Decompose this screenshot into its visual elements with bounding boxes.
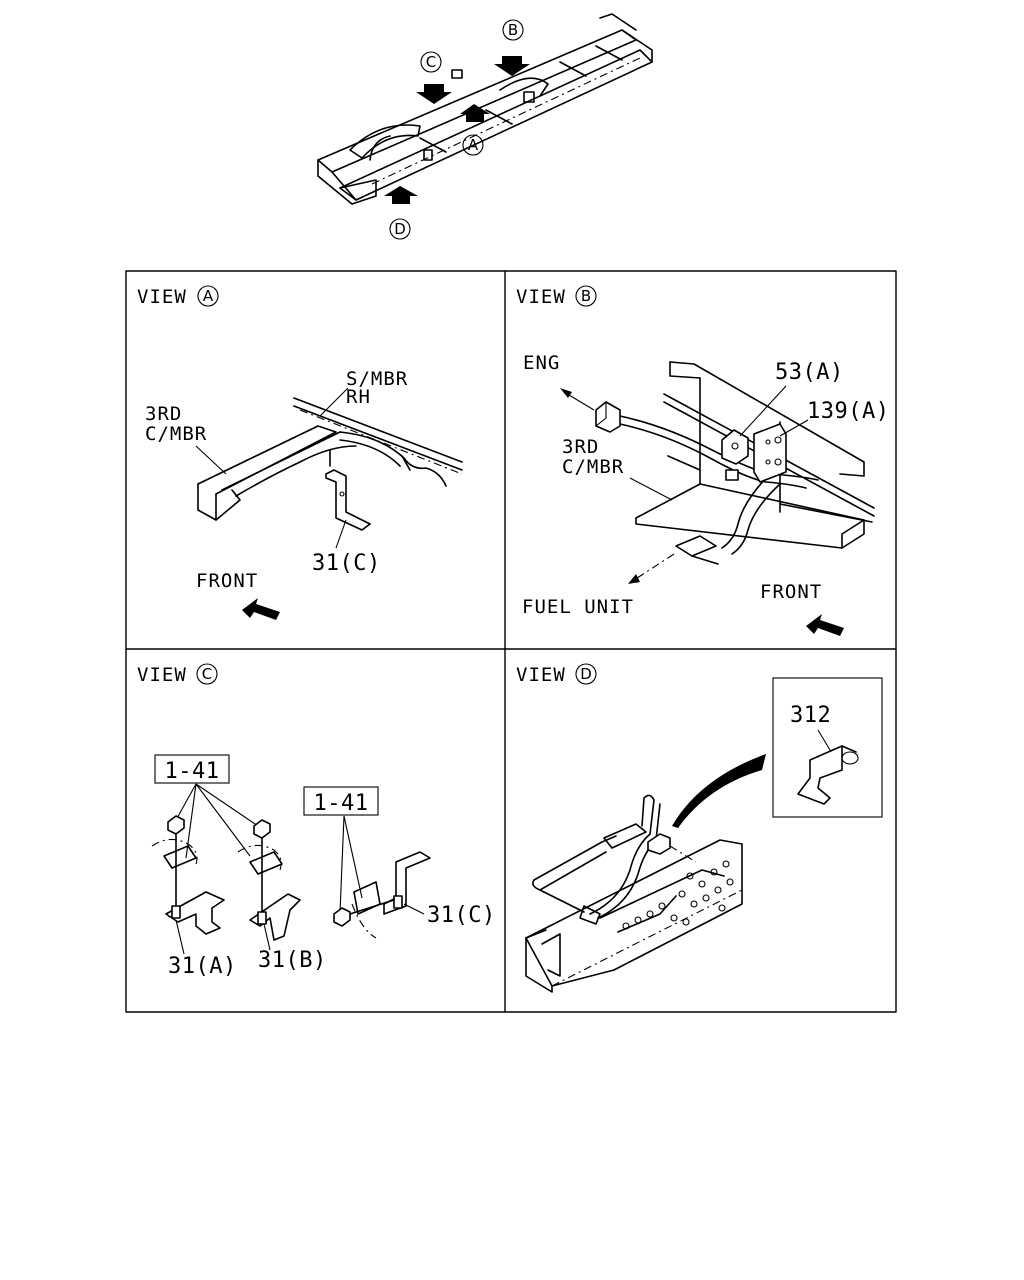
- view-b-title: VIEW B: [516, 285, 597, 308]
- chassis-frame: [317, 13, 653, 205]
- leader-31a: [175, 919, 185, 955]
- view-c-panel: VIEW C 1-41 1-41: [137, 663, 496, 979]
- view-b-panel: VIEW B: [516, 285, 889, 636]
- svg-text:D: D: [580, 665, 592, 683]
- view-c-direction-arrow: [416, 84, 452, 104]
- view-b-direction-arrow: [494, 56, 530, 76]
- label-part-139a: 139(A): [807, 399, 889, 424]
- svg-text:VIEW: VIEW: [516, 286, 566, 308]
- svg-text:C: C: [426, 53, 436, 71]
- label-part-31a: 31(A): [168, 954, 237, 979]
- leader-139a: [779, 419, 809, 437]
- view-a-title: VIEW A: [137, 285, 219, 308]
- chassis-overview: A B C D: [317, 13, 653, 240]
- view-a-drawing: [197, 397, 463, 531]
- svg-text:1-41: 1-41: [165, 759, 220, 784]
- view-d-direction-arrow: [384, 186, 418, 204]
- marker-a: A: [462, 134, 484, 156]
- label-3rd: 3RD: [145, 403, 182, 425]
- svg-text:VIEW: VIEW: [137, 664, 187, 686]
- svg-text:312: 312: [790, 703, 831, 728]
- leader-smbr: [319, 387, 349, 417]
- view-d-panel: VIEW D 312: [516, 663, 883, 993]
- fuel-unit-arrowhead: [628, 574, 640, 584]
- label-part-31c-a: 31(C): [312, 551, 381, 576]
- view-a-direction-arrow: [460, 104, 490, 122]
- front-arrow-icon: [806, 614, 844, 636]
- view-b-drawing: [595, 361, 875, 565]
- svg-text:VIEW: VIEW: [137, 286, 187, 308]
- marker-b: B: [502, 19, 524, 41]
- label-front-b: FRONT: [760, 581, 822, 603]
- eng-arrowhead: [560, 388, 572, 398]
- marker-d: D: [389, 218, 411, 240]
- svg-text:C: C: [202, 665, 212, 683]
- svg-text:D: D: [394, 220, 406, 238]
- svg-text:A: A: [203, 287, 214, 305]
- view-d-drawing: [525, 794, 743, 993]
- view-c-title: VIEW C: [137, 663, 218, 686]
- marker-c: C: [420, 51, 442, 73]
- label-rh: RH: [346, 386, 371, 408]
- leader-3rd-cmbr-b: [629, 477, 673, 501]
- leader-31c-c: [403, 903, 425, 915]
- svg-text:A: A: [468, 136, 479, 154]
- front-arrow-icon: [242, 598, 280, 620]
- label-front-a: FRONT: [196, 570, 258, 592]
- leader-3rd-cmbr-a: [195, 445, 227, 475]
- svg-text:B: B: [508, 21, 518, 39]
- label-part-31c-c: 31(C): [427, 903, 496, 928]
- detail-pointer-swoosh: [672, 754, 766, 828]
- view-grid: [125, 270, 897, 1013]
- label-smbr: S/MBR: [346, 368, 408, 390]
- part-box-1-41-right: 1-41: [303, 786, 379, 816]
- view-a-panel: VIEW A S/MBR RH: [137, 285, 463, 620]
- part-box-1-41-left: 1-41: [154, 754, 230, 784]
- view-c-drawing: [151, 783, 431, 941]
- label-part-31b: 31(B): [258, 948, 327, 973]
- label-fuel-unit: FUEL UNIT: [522, 596, 634, 618]
- view-d-title: VIEW D: [516, 663, 597, 686]
- label-eng: ENG: [523, 352, 560, 374]
- detail-inset-312: 312: [772, 677, 883, 818]
- leader-31c-a: [335, 519, 347, 549]
- svg-text:1-41: 1-41: [314, 791, 369, 816]
- leader-53a: [739, 385, 787, 437]
- fuel-unit-direction-line: [633, 553, 675, 581]
- label-cmbr-b: C/MBR: [562, 456, 624, 478]
- label-cmbr: C/MBR: [145, 423, 207, 445]
- label-part-53a: 53(A): [775, 360, 844, 385]
- label-3rd-b: 3RD: [562, 436, 599, 458]
- svg-text:B: B: [581, 287, 591, 305]
- leader-31b: [263, 923, 271, 951]
- svg-text:VIEW: VIEW: [516, 664, 566, 686]
